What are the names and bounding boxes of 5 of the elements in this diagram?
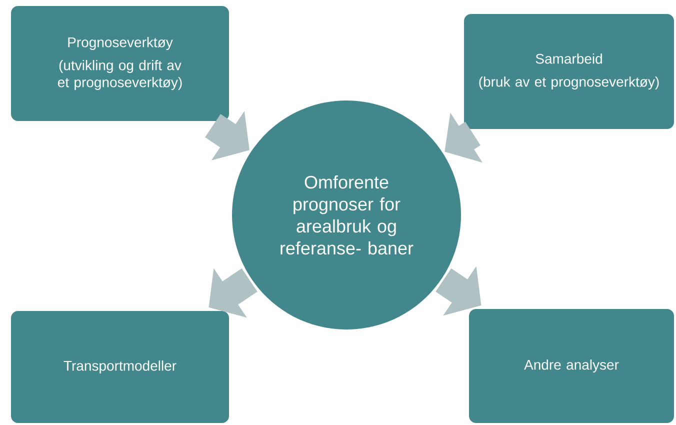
circle-node: Omforente prognoser for arealbruk og referanse- baner — [232, 100, 461, 330]
rounded-box: Transportmodeller — [11, 311, 229, 423]
rounded-box: Prognoseverktøy (utvikling og drift av et prognoseverktøy) — [11, 6, 229, 121]
rounded-box: Samarbeid (bruk av et prognoseverktøy) — [464, 14, 674, 129]
rounded-box: Andre analyser — [469, 309, 674, 423]
